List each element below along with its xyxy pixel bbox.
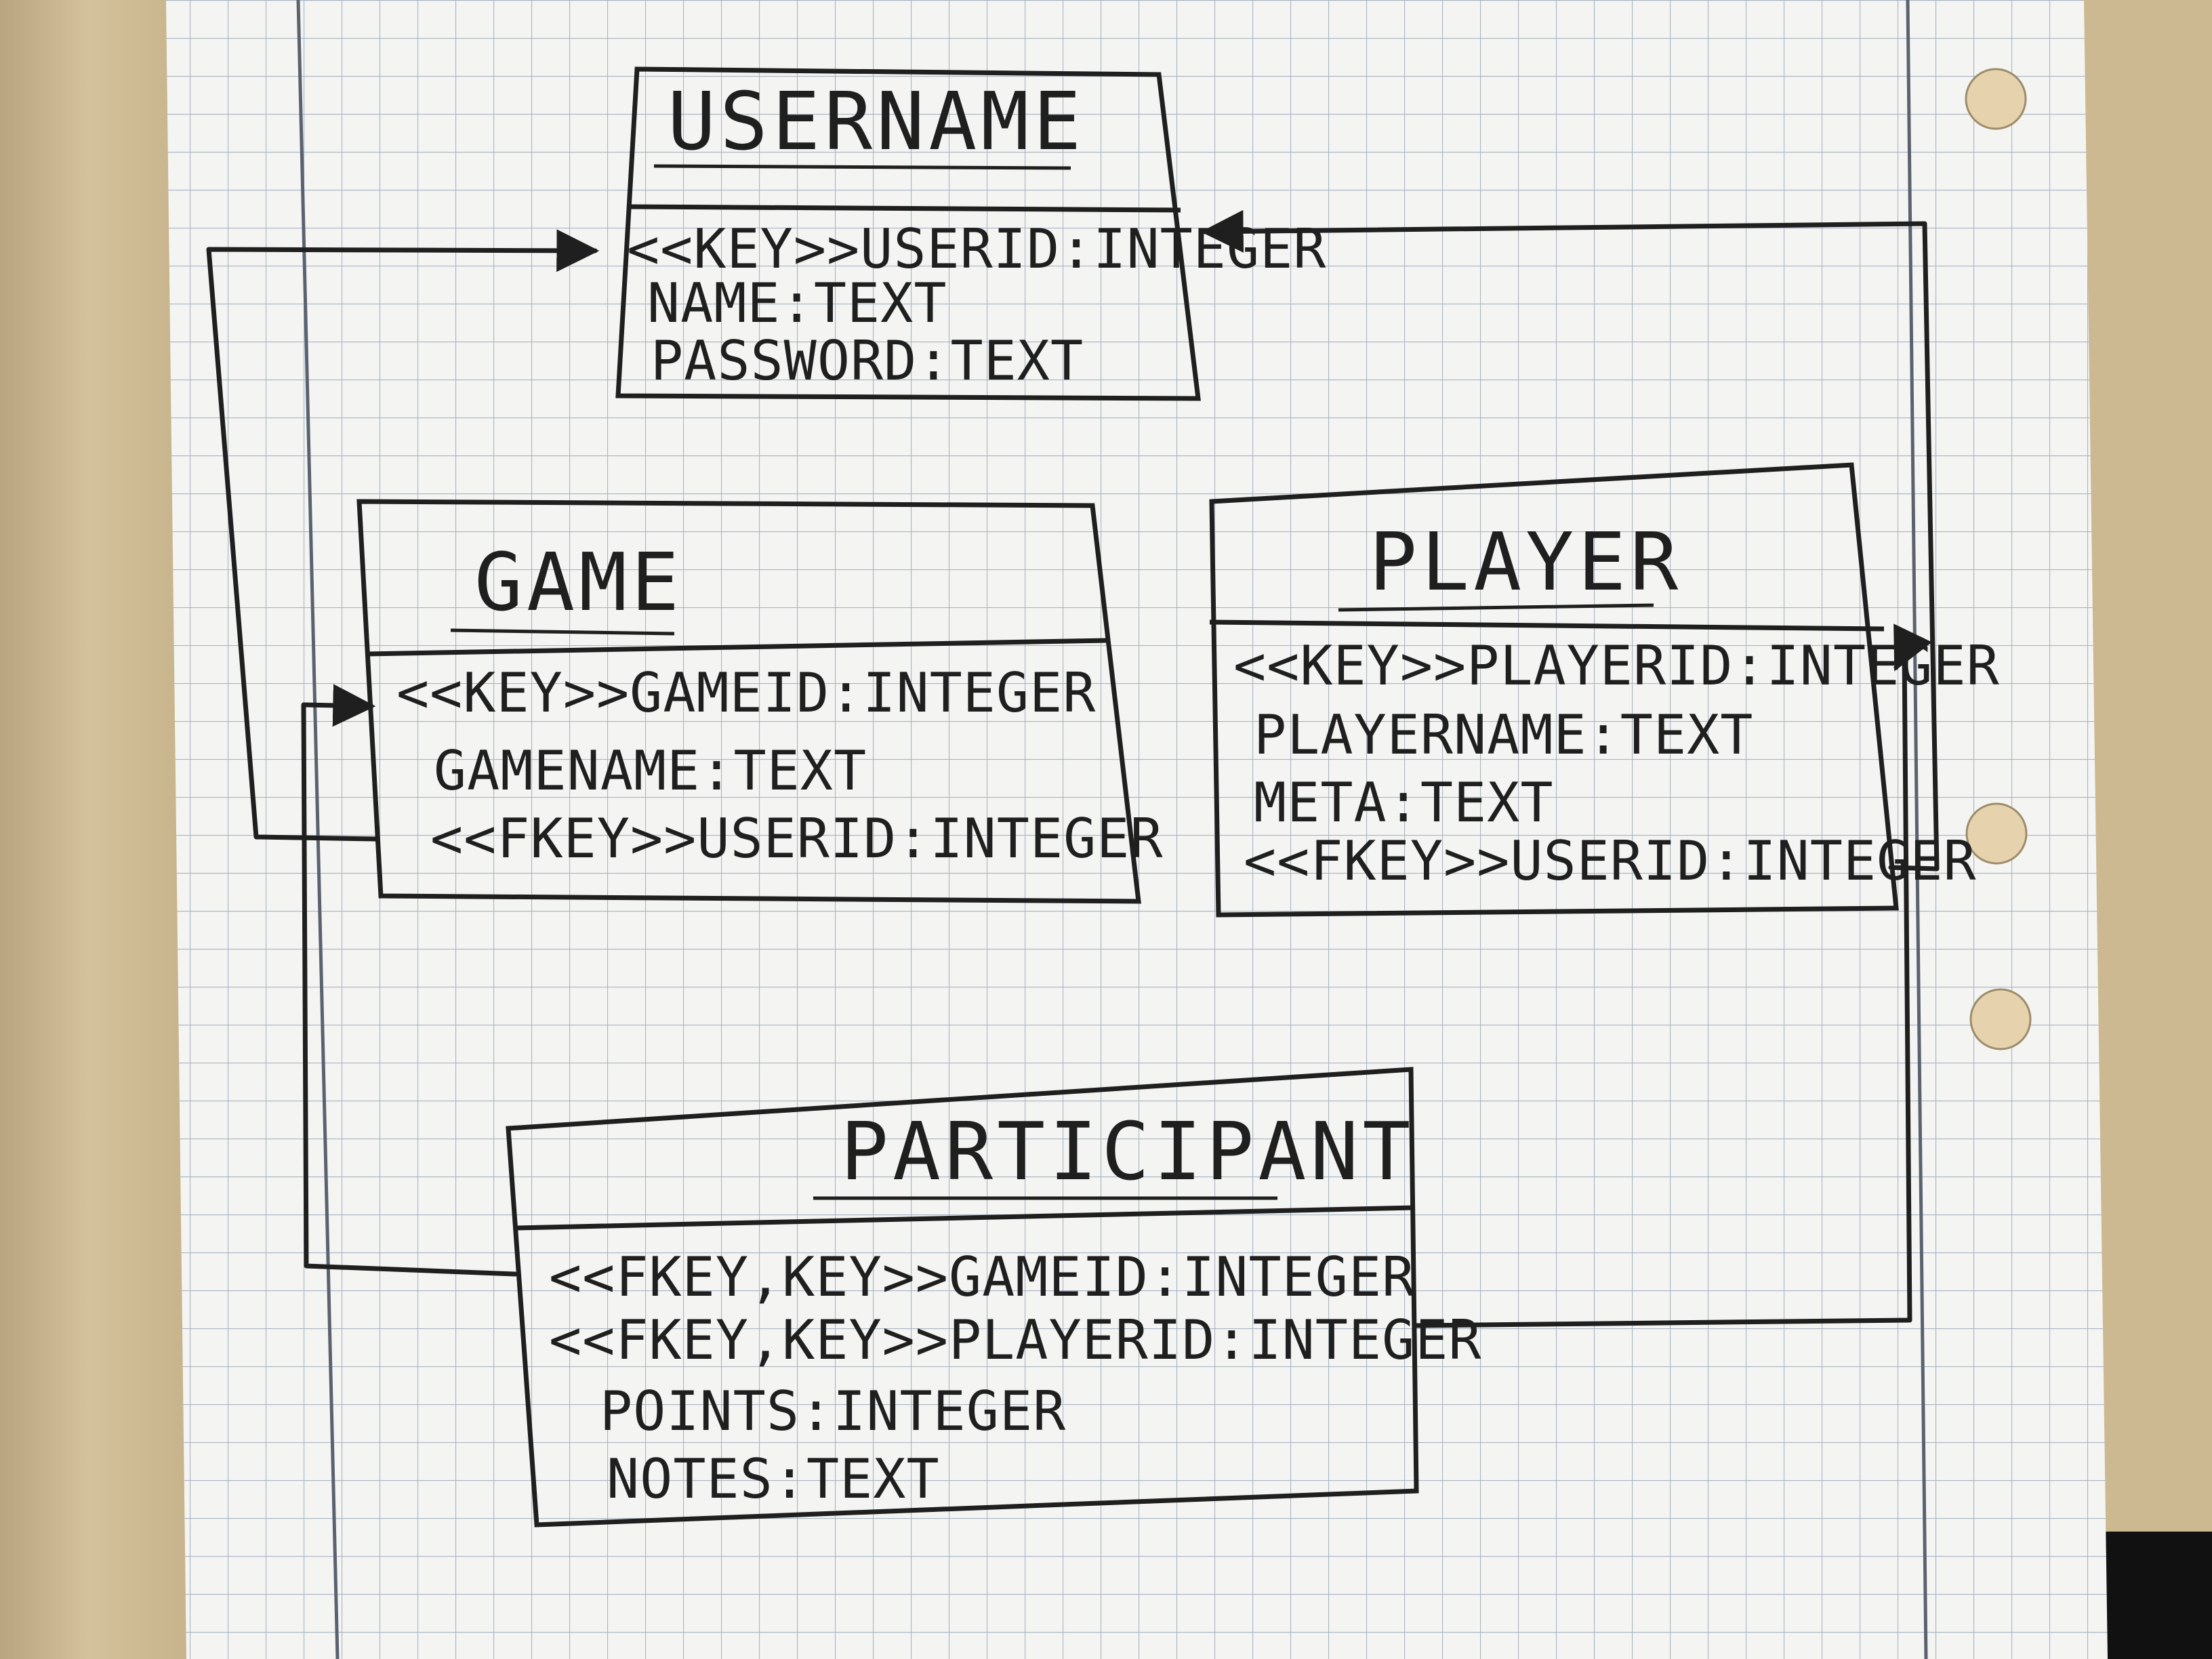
entity-participant-divider [514,1205,1416,1231]
entity-player-field-2: PLAYERNAME:TEXT [1254,703,1753,766]
entity-player-title: PLAYER [1369,515,1682,609]
entity-username-field-2: NAME:TEXT [647,272,947,335]
entity-participant-title: PARTICIPANT [840,1105,1414,1198]
binder-hole-3 [1969,988,2032,1050]
participant-playerid-to-player-playerid-line [1414,623,1932,1328]
entity-player-field-4: <<FKEY>>USERID:INTEGER [1244,830,1977,893]
entity-username-field-1: <<KEY>>USERID:INTEGER [627,218,1326,281]
entity-player-divider [1209,619,1885,632]
paper-grid [166,0,2108,1659]
entity-game-field-2: GAMENAME:TEXT [434,739,867,802]
desk-shadow [2087,1532,2212,1659]
binder-hole-1 [1965,68,2027,130]
entity-username-field-3: PASSWORD:TEXT [651,329,1084,392]
entity-player-field-1: <<KEY>>PLAYERID:INTEGER [1233,634,2000,697]
participant-gameid-to-game-gameid-line [301,684,518,1277]
binder-hole-2 [1965,802,2028,865]
entity-player-field-3: META:TEXT [1254,771,1553,834]
left-margin-line [296,0,340,1659]
game-userid-to-username-userid-line [206,229,600,842]
entity-game-title-underline [450,628,675,636]
entity-player: PLAYER <<KEY>>PLAYERID:INTEGER PLAYERNAM… [1209,462,2000,918]
entity-game-box [356,499,1141,904]
right-margin-line [1906,0,1928,1659]
entity-username-title-underline [653,164,1071,170]
entity-username-box [615,66,1201,401]
entity-participant-field-1: <<FKEY,KEY>>GAMEID:INTEGER [549,1246,1415,1309]
entity-username: USERNAME <<KEY>>USERID:INTEGER NAME:TEXT… [615,66,1326,401]
entity-player-title-underline [1338,603,1654,612]
entity-participant-box [506,1067,1419,1528]
entity-username-divider [630,204,1181,213]
entity-game: GAME <<KEY>>GAMEID:INTEGER GAMENAME:TEXT… [356,499,1164,904]
entity-game-title: GAME [474,535,683,629]
relationship-lines [206,209,1940,1328]
entity-participant-field-4: NOTES:TEXT [607,1448,940,1511]
entity-game-field-1: <<KEY>>GAMEID:INTEGER [396,661,1096,724]
entity-participant: PARTICIPANT <<FKEY,KEY>>GAMEID:INTEGER <… [506,1067,1482,1528]
entity-game-field-3: <<FKEY>>USERID:INTEGER [430,807,1164,870]
entity-username-title: USERNAME [668,75,1085,168]
entity-participant-field-2: <<FKEY,KEY>>PLAYERID:INTEGER [549,1309,1482,1372]
player-userid-to-username-userid-line [1200,209,1940,872]
entity-participant-field-3: POINTS:INTEGER [600,1380,1066,1443]
entity-game-divider [365,638,1109,657]
entity-player-box [1209,462,1899,918]
